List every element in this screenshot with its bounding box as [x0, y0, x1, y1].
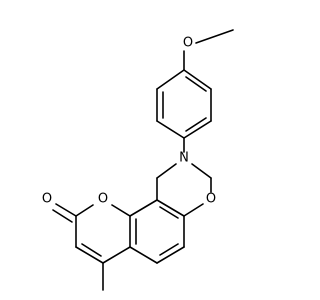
bond-bz-4: [129, 246, 158, 264]
oxazine-nitrogen-label: N: [179, 151, 189, 166]
bond-bz-3-inner: [159, 243, 179, 256]
carbonyl-bond: [52, 203, 77, 223]
bond-ph-3: [183, 120, 212, 139]
bond-o-carbonyl-c: [75, 204, 94, 217]
methoxyphenyl-ring: [156, 69, 212, 139]
bond-methyl-o: [195, 29, 234, 44]
chemical-structure-diagram: O N O O O: [42, 29, 234, 291]
bond-c-o-lactone: [111, 204, 131, 217]
bond-n-ch2-right: [191, 163, 212, 179]
lactone-oxygen-label: O: [98, 192, 108, 207]
methoxy-oxygen-label: O: [183, 36, 193, 51]
bond-ph-6: [156, 69, 185, 90]
bond-cme-aryl: [102, 246, 131, 264]
bond-ph-3-inner: [185, 117, 207, 132]
bond-o-aryl-c: [183, 203, 204, 217]
carbonyl-oxygen-label: O: [42, 192, 52, 207]
bond-bz-3: [156, 246, 185, 264]
oxazine-oxygen-label: O: [206, 192, 216, 207]
bond-ph-4: [156, 120, 185, 139]
bond-ch-cme-inner: [81, 243, 102, 257]
bond-n-ch2-left: [156, 163, 177, 179]
bond-ch-cme: [75, 246, 104, 264]
pyranone-ring: [75, 204, 131, 264]
bond-carbonyl-inner: [52, 209, 73, 223]
bond-ph-1-inner: [185, 76, 207, 92]
oxazine-ring: [156, 163, 212, 217]
bond-carbonyl-outer: [55, 203, 77, 217]
bond-ph-1: [183, 69, 212, 90]
bond-bz-6: [129, 199, 158, 217]
central-benzene-ring: [129, 199, 185, 264]
atom-labels: O N O O O: [42, 36, 216, 207]
bond-bz-1: [156, 199, 185, 217]
methoxy-group: [183, 29, 234, 71]
bond-bz-1-inner: [159, 206, 179, 219]
